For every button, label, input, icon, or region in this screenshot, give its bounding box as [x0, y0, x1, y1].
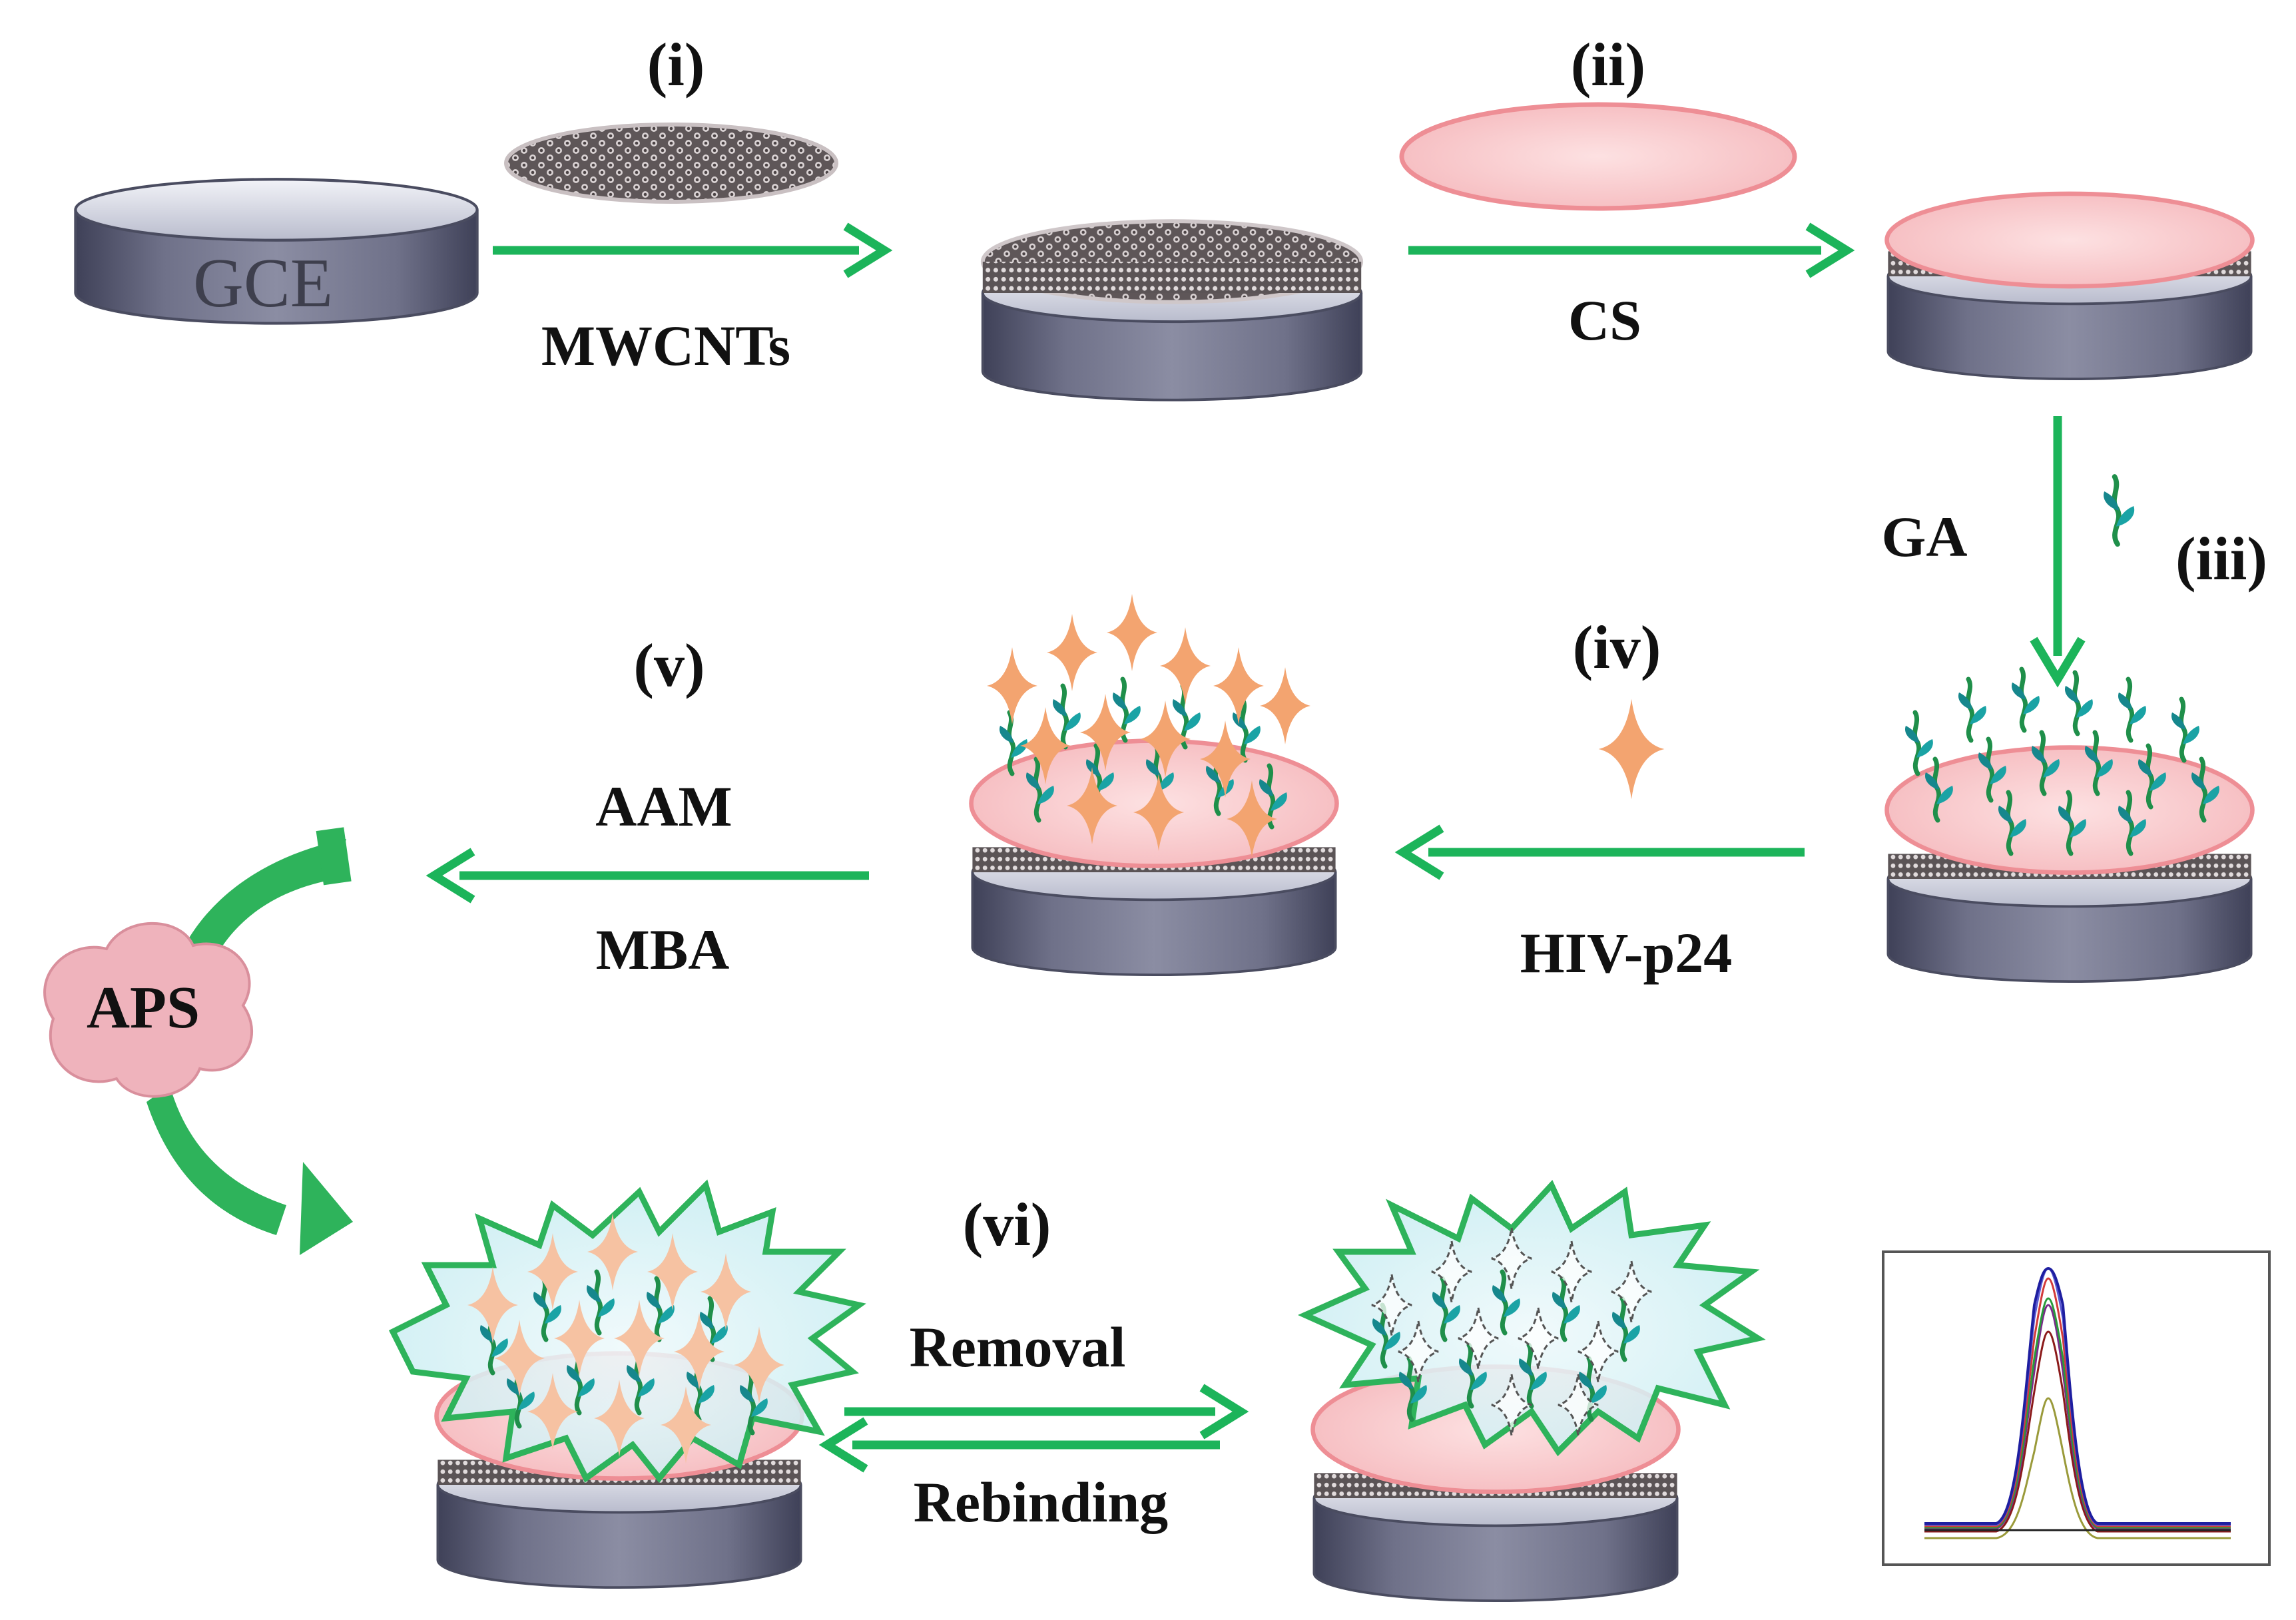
- step-iv-label: (iv): [1573, 613, 1661, 681]
- process-removal: Removal: [910, 1315, 1126, 1379]
- aps-arrow-head: [300, 1162, 353, 1255]
- glutaraldehyde-icon: [2104, 477, 2134, 544]
- arrow-head-iii: [2030, 637, 2086, 688]
- dpv-signal-plot-icon: [1882, 1250, 2271, 1566]
- reagent-mwcnts: MWCNTs: [541, 314, 790, 378]
- reagent-cs: CS: [1568, 288, 1641, 352]
- reagent-ga: GA: [1882, 505, 1968, 569]
- reagent-aps: APS: [87, 975, 200, 1041]
- step-vi-label: (vi): [963, 1191, 1051, 1258]
- gce-label: GCE: [193, 244, 333, 322]
- arrow-head-rebinding: [818, 1417, 868, 1473]
- chitosan-film-icon: [1399, 102, 1797, 211]
- step-iii-label: (iii): [2175, 525, 2267, 593]
- arrow-head-v: [426, 848, 475, 904]
- nanotube-film-icon: [504, 123, 838, 204]
- arrow-head-removal: [1199, 1384, 1249, 1440]
- step-v-label: (v): [633, 631, 705, 699]
- aps-curved-arrow: [146, 827, 353, 1255]
- arrow-head-ii: [1805, 222, 1855, 278]
- reagent-aam: AAM: [595, 774, 732, 838]
- electrode-mwcnt: [980, 219, 1364, 402]
- process-rebinding: Rebinding: [914, 1470, 1168, 1534]
- arrow-head-i: [843, 222, 893, 278]
- step-ii-label: (ii): [1571, 31, 1645, 99]
- arrow-head-iv: [1394, 824, 1444, 880]
- aps-cloud-icon: [43, 922, 253, 1098]
- mip-shell-left: [388, 1179, 866, 1484]
- hiv-p24-icon: [1598, 698, 1665, 800]
- mip-shell-right: [1297, 1179, 1766, 1457]
- electrode-antigen: [969, 738, 1339, 977]
- reagent-mba: MBA: [596, 918, 730, 981]
- antigen-linker-array: [987, 594, 1310, 858]
- electrode-chitosan: [1884, 191, 2255, 381]
- reagent-hiv-p24: HIV-p24: [1520, 921, 1733, 985]
- step-i-label: (i): [647, 31, 705, 99]
